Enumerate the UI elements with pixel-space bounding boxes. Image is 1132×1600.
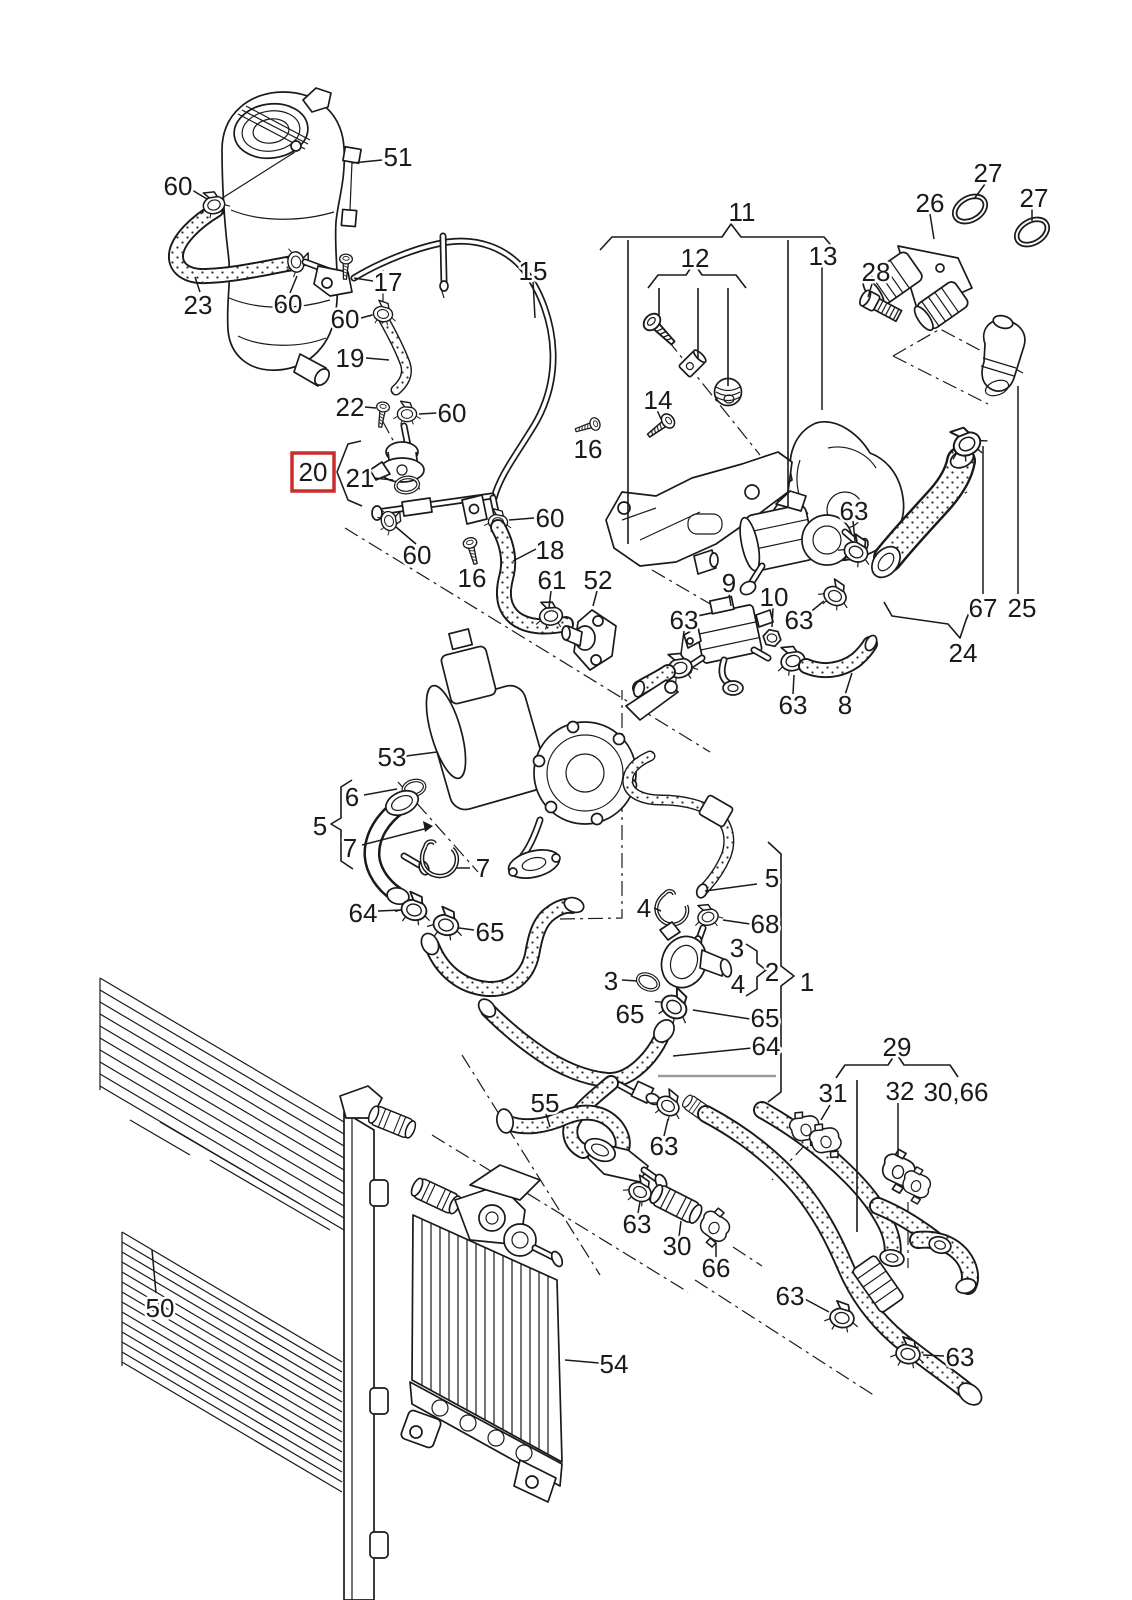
part-callout-18[interactable]: 18 — [533, 533, 567, 568]
part-callout-51[interactable]: 51 — [381, 140, 415, 175]
part-callout-60[interactable]: 60 — [271, 287, 305, 322]
part-callout-60[interactable]: 60 — [533, 501, 567, 536]
part-callout-9[interactable]: 9 — [719, 566, 738, 601]
part-callout-5[interactable]: 5 — [762, 861, 781, 896]
valve-group — [632, 595, 879, 698]
grommet — [713, 377, 743, 407]
part-callout-22[interactable]: 22 — [333, 390, 367, 425]
part-callout-65[interactable]: 65 — [748, 1001, 782, 1036]
part-callout-26[interactable]: 26 — [913, 186, 947, 221]
part-callout-27[interactable]: 27 — [1017, 181, 1051, 216]
part-callout-3[interactable]: 3 — [727, 931, 746, 966]
part-callout-17[interactable]: 17 — [371, 265, 405, 300]
part-callout-6[interactable]: 6 — [342, 780, 361, 815]
part-callout-63[interactable]: 63 — [837, 494, 871, 529]
part-callout-27[interactable]: 27 — [971, 156, 1005, 191]
part-callout-29[interactable]: 29 — [880, 1030, 914, 1065]
part-callout-13[interactable]: 13 — [806, 239, 840, 274]
part-callout-16[interactable]: 16 — [455, 561, 489, 596]
part-callout-64[interactable]: 64 — [749, 1029, 783, 1064]
part-callout-4[interactable]: 4 — [728, 967, 747, 1002]
part-callout-68[interactable]: 68 — [748, 907, 782, 942]
part-callout-60[interactable]: 60 — [328, 302, 362, 337]
part-callout-65[interactable]: 65 — [613, 997, 647, 1032]
part-callout-25[interactable]: 25 — [1005, 591, 1039, 626]
part-callout-67[interactable]: 67 — [966, 591, 1000, 626]
leader-lines — [151, 159, 1033, 1364]
part-callout-12[interactable]: 12 — [678, 241, 712, 276]
mounting-bracket-group — [605, 309, 905, 575]
aux-water-pump-group — [739, 314, 1026, 615]
auxiliary-radiator — [400, 1164, 564, 1503]
quick-connector — [980, 314, 1026, 397]
part-callout-28[interactable]: 28 — [859, 255, 893, 290]
part-callout-7[interactable]: 7 — [473, 851, 492, 886]
twin-connector-group — [856, 191, 1052, 332]
install-arrow — [423, 821, 433, 832]
part-callout-55[interactable]: 55 — [528, 1086, 562, 1121]
part-callout-63[interactable]: 63 — [943, 1340, 977, 1375]
part-callout-66[interactable]: 66 — [699, 1251, 733, 1286]
part-callout-8[interactable]: 8 — [835, 688, 854, 723]
part-callout-60[interactable]: 60 — [400, 538, 434, 573]
part-callout-31[interactable]: 31 — [816, 1076, 850, 1111]
part-callout-30[interactable]: 30 — [660, 1229, 694, 1264]
coolant-pipe-group — [350, 232, 617, 671]
expansion-tank-group — [176, 87, 425, 496]
part-callout-5[interactable]: 5 — [310, 809, 329, 844]
highlight-box — [290, 451, 336, 493]
thermostat-group — [628, 756, 734, 1031]
part-callout-4[interactable]: 4 — [634, 891, 653, 926]
part-callout-19[interactable]: 19 — [333, 341, 367, 376]
part-callout-63[interactable]: 63 — [776, 688, 810, 723]
part-callout-63[interactable]: 63 — [620, 1207, 654, 1242]
centre-hoses-group — [420, 896, 737, 1252]
part-callout-63[interactable]: 63 — [647, 1129, 681, 1164]
part-callout-63[interactable]: 63 — [782, 603, 816, 638]
part-callout-24[interactable]: 24 — [946, 636, 980, 671]
bracket-plate — [605, 451, 793, 575]
part-callout-15[interactable]: 15 — [516, 254, 550, 289]
part-callout-65[interactable]: 65 — [473, 915, 507, 950]
part-callout-10[interactable]: 10 — [757, 580, 791, 615]
part-callout-60[interactable]: 60 — [435, 396, 469, 431]
part-callout-53[interactable]: 53 — [375, 740, 409, 775]
part-callout-63[interactable]: 63 — [773, 1279, 807, 1314]
part-callout-11[interactable]: 11 — [726, 195, 758, 230]
part-callout-50[interactable]: 50 — [143, 1291, 177, 1326]
part-callout-64[interactable]: 64 — [346, 896, 380, 931]
part-callout-60[interactable]: 60 — [161, 169, 195, 204]
part-callout-23[interactable]: 23 — [181, 288, 215, 323]
part-callout-32[interactable]: 32 — [883, 1074, 917, 1109]
water-pump-group — [363, 628, 679, 944]
grouping-brackets — [330, 223, 973, 1232]
part-callout-2[interactable]: 2 — [762, 955, 781, 990]
hose-assembly-29 — [679, 1092, 983, 1406]
part-callout-3[interactable]: 3 — [601, 964, 620, 999]
thermostat-housing — [659, 921, 733, 989]
part-callout-52[interactable]: 52 — [581, 563, 615, 598]
part-callout-14[interactable]: 14 — [641, 383, 675, 418]
phantom-lines — [344, 317, 1024, 1397]
part-callout-30,66[interactable]: 30,66 — [921, 1075, 991, 1110]
part-callout-63[interactable]: 63 — [667, 603, 701, 638]
radiator — [99, 977, 419, 1600]
part-callout-54[interactable]: 54 — [597, 1347, 631, 1382]
ribbed-sleeve — [852, 1255, 904, 1313]
part-callout-1[interactable]: 1 — [797, 965, 816, 1000]
part-callout-7[interactable]: 7 — [340, 831, 359, 866]
part-callout-20[interactable]: 20 — [296, 455, 330, 490]
part-callout-16[interactable]: 16 — [571, 432, 605, 467]
part-callout-61[interactable]: 61 — [535, 563, 569, 598]
part-callout-21[interactable]: 21 — [343, 461, 377, 496]
